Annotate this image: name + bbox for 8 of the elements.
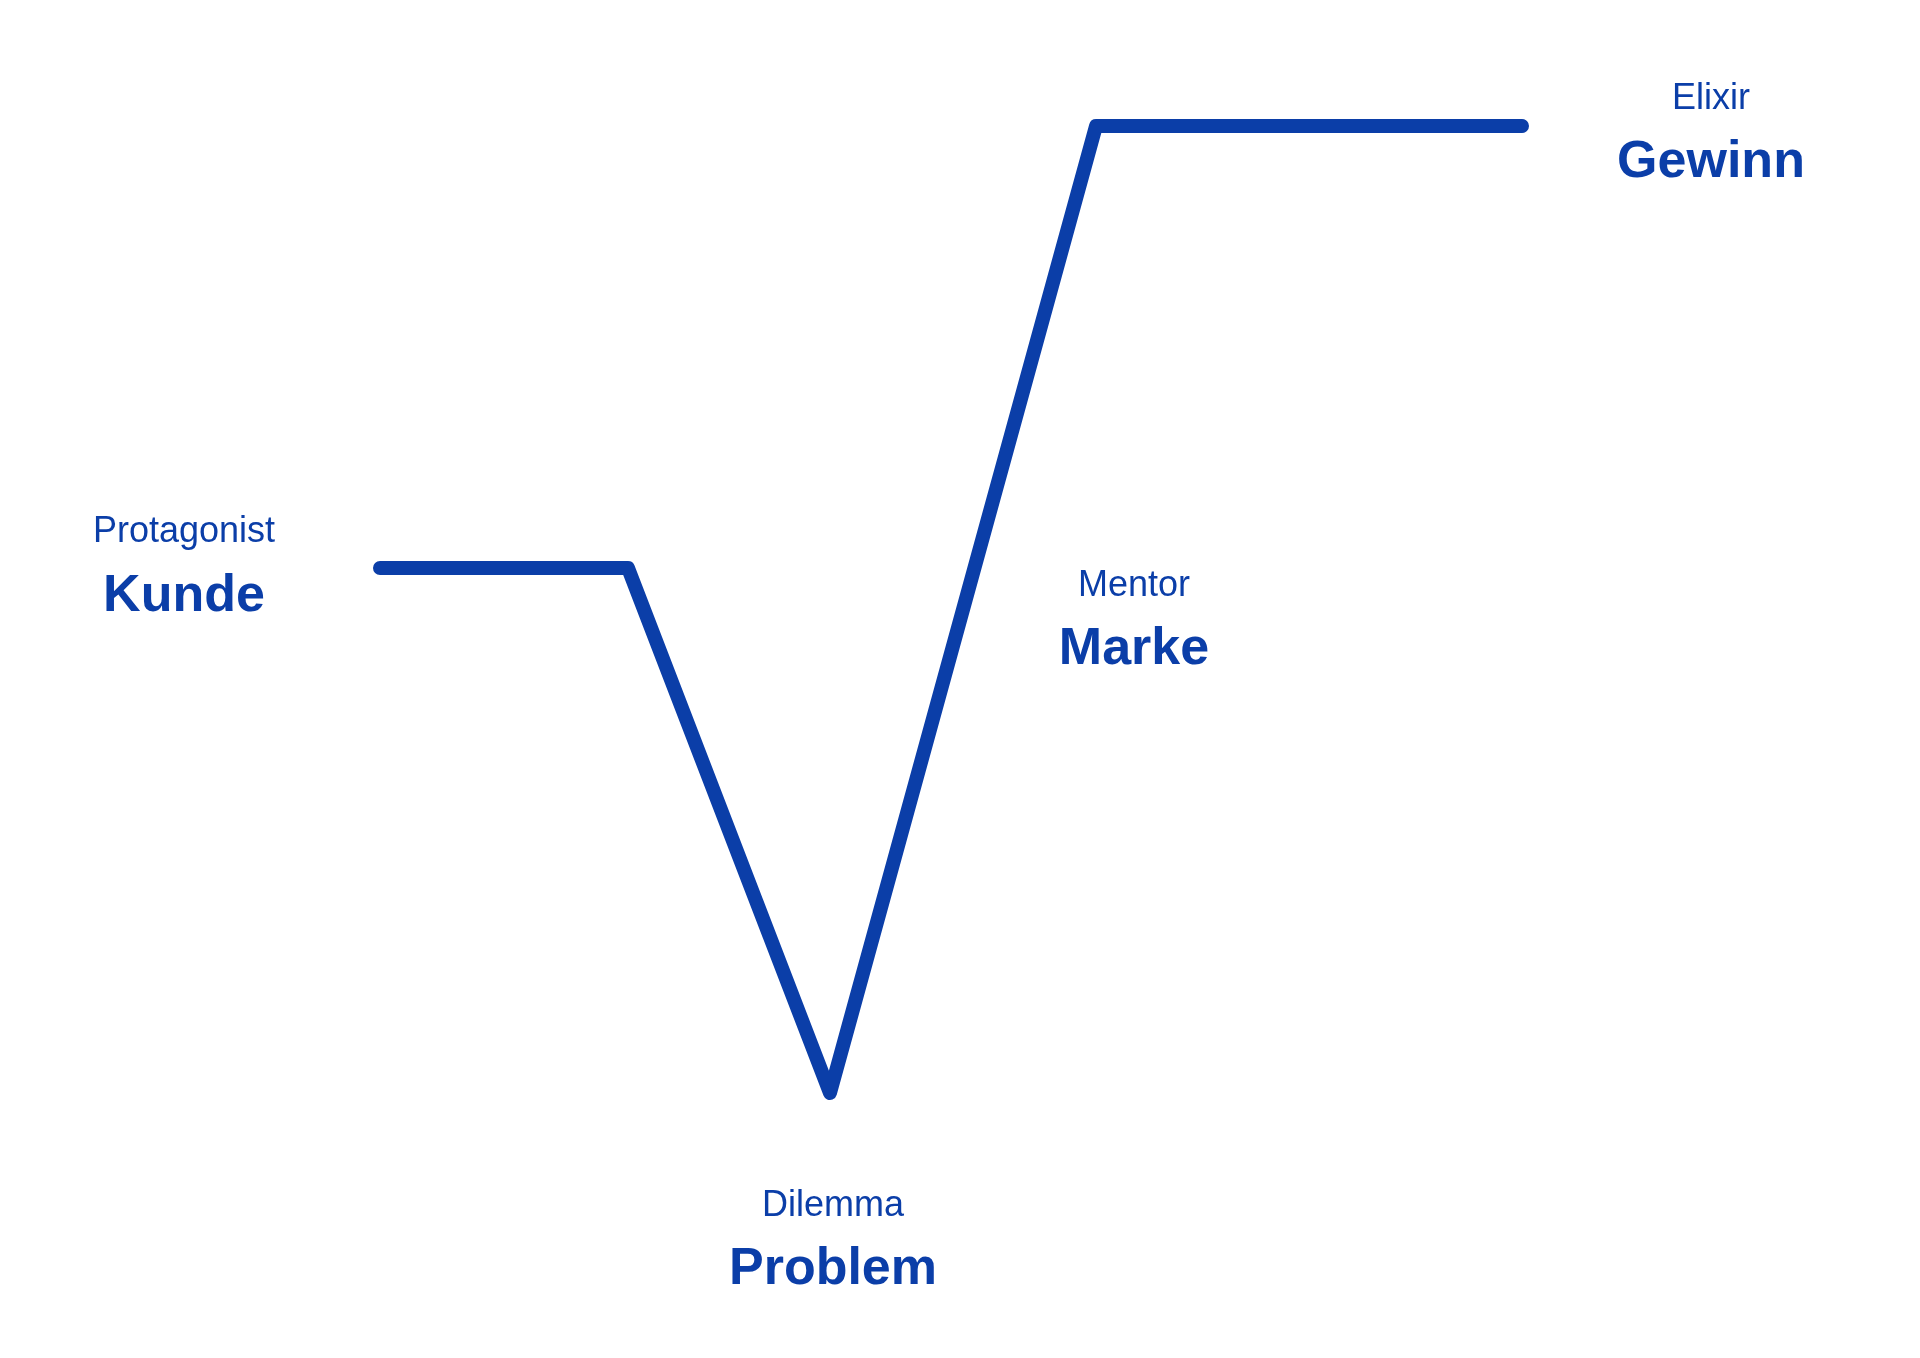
stage-role: Dilemma — [762, 1186, 904, 1222]
stage-title: Gewinn — [1617, 133, 1805, 185]
stage-role: Elixir — [1672, 79, 1750, 115]
stage-role: Mentor — [1078, 566, 1190, 602]
stage-title: Problem — [728, 1240, 938, 1292]
stage-title: Marke — [1058, 620, 1210, 672]
stage-title: Kunde — [103, 567, 265, 619]
stage-role: Protagonist — [92, 512, 276, 548]
